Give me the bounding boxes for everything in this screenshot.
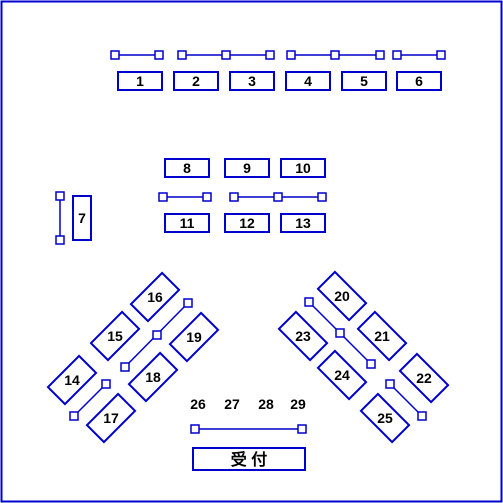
connector-mid-b: [229, 192, 327, 202]
booth-3: 3: [229, 71, 275, 91]
booth-10: 10: [280, 158, 326, 178]
connector-top-c: [286, 50, 385, 60]
booth-18: 18: [127, 351, 179, 403]
connector-right-b: [385, 379, 427, 421]
connector-left-a: [120, 298, 193, 372]
connector-top-a: [110, 50, 164, 60]
booth-2-label: 2: [192, 73, 200, 89]
booth-22: 22: [398, 352, 450, 404]
booth-17-label: 17: [103, 410, 119, 426]
booth-2: 2: [173, 71, 219, 91]
booth-15: 15: [89, 310, 141, 362]
reception-number-28: 28: [258, 396, 274, 412]
booth-12: 12: [224, 213, 270, 233]
booth-1: 1: [117, 71, 163, 91]
booth-3-label: 3: [248, 73, 256, 89]
reception-number-26: 26: [190, 396, 206, 412]
booth-8-label: 8: [183, 160, 191, 176]
booth-6-label: 6: [415, 73, 423, 89]
booth-23: 23: [277, 310, 329, 362]
booth-8: 8: [164, 158, 210, 178]
reception-label: 受 付: [231, 450, 267, 469]
booth-6: 6: [396, 71, 442, 91]
booth-22-label: 22: [416, 370, 432, 386]
booth-11-label: 11: [180, 215, 195, 231]
connector-right-a: [304, 297, 376, 369]
booth-21-label: 21: [374, 328, 390, 344]
booth-19-label: 19: [186, 329, 202, 345]
booth-7: 7: [72, 195, 92, 241]
booth-12-label: 12: [239, 215, 255, 231]
booth-20: 20: [316, 270, 368, 322]
booth-4: 4: [285, 71, 331, 91]
booth-13-label: 13: [295, 215, 311, 231]
reception-number-29: 29: [290, 396, 306, 412]
booth-14: 14: [46, 354, 98, 406]
booth-1-label: 1: [136, 73, 144, 89]
booth-5: 5: [341, 71, 387, 91]
booth-16: 16: [129, 271, 181, 323]
booth-20-label: 20: [334, 288, 350, 304]
booth-18-label: 18: [145, 369, 161, 385]
booth-4-label: 4: [304, 73, 312, 89]
booth-7-label: 7: [78, 210, 86, 226]
booth-24-label: 24: [334, 367, 350, 383]
booth-24: 24: [316, 349, 368, 401]
booth-11: 11: [164, 213, 210, 233]
booth-19: 19: [168, 311, 220, 363]
connector-mid-a: [158, 192, 212, 202]
booth-21: 21: [356, 310, 408, 362]
booth-9: 9: [224, 158, 270, 178]
booth-5-label: 5: [360, 73, 368, 89]
booth-16-label: 16: [147, 289, 163, 305]
connector-side: [55, 191, 65, 245]
reception-number-27: 27: [224, 396, 240, 412]
booth-14-label: 14: [64, 372, 80, 388]
booth-9-label: 9: [243, 160, 251, 176]
booth-15-label: 15: [107, 328, 123, 344]
booth-25: 25: [359, 392, 411, 444]
booth-23-label: 23: [295, 328, 311, 344]
connector-top-b: [177, 50, 275, 60]
reception-desk: 受 付: [192, 447, 306, 471]
connector-reception: [190, 424, 307, 434]
connector-left-b: [69, 379, 111, 421]
booth-17: 17: [85, 392, 137, 444]
booth-10-label: 10: [295, 160, 311, 176]
booth-13: 13: [280, 213, 326, 233]
booth-25-label: 25: [377, 410, 393, 426]
connector-top-d: [392, 50, 446, 60]
